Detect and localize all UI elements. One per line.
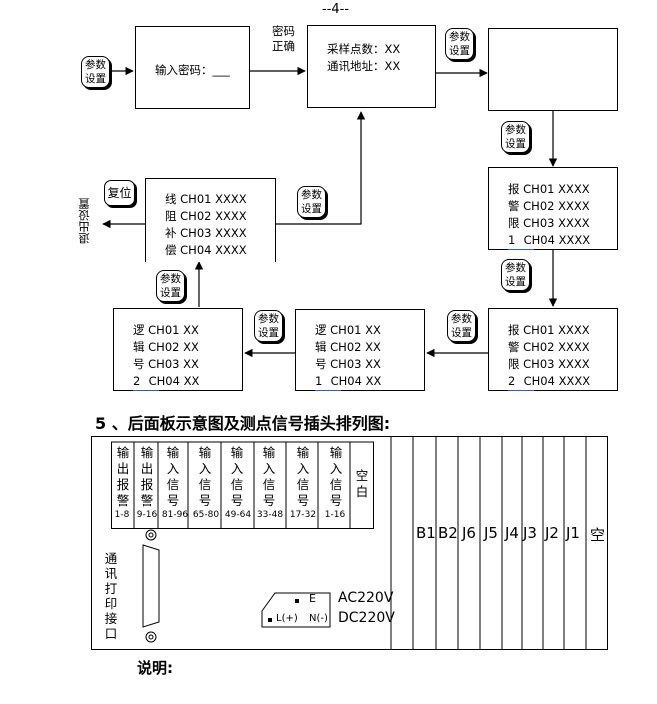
logic2-rows: 逻 CH01 XX 辑 CH02 XX 号 CH03 XX 2 CH04 XX: [133, 322, 199, 391]
param-setting-button-3[interactable]: 参数设置: [501, 121, 530, 153]
logic-2-screen: 逻 CH01 XX 辑 CH02 XX 号 CH03 XX 2 CH04 XX: [113, 308, 243, 391]
blank-screen: [488, 28, 618, 111]
alarm2-rows: 报 CH01 XXXX 警 CH02 XXXX 限 CH03 XXXX 2 CH…: [508, 322, 590, 391]
col-output-alarm-2: 输出报警: [140, 445, 154, 508]
col-range: 17-32: [289, 510, 317, 520]
sample-points: 采样点数：XX: [327, 42, 401, 56]
param-setting-button-7[interactable]: 参数设置: [297, 186, 326, 218]
slot-j3: J3: [523, 524, 537, 542]
alarm2-row: 限 CH03 XXXX: [508, 357, 590, 371]
col-blank: 空白: [355, 468, 369, 499]
alarm1-row: 报 CH01 XXXX: [508, 182, 590, 196]
logic2-row: 辑 CH02 XX: [133, 340, 199, 354]
slot-j2: J2: [545, 524, 559, 542]
connector-block: [111, 442, 374, 529]
alarm2-row: 警 CH02 XXXX: [508, 340, 590, 354]
slot-j1: J1: [566, 524, 580, 542]
slot-j6: J6: [462, 524, 476, 542]
alarm1-row: 限 CH03 XXXX: [508, 216, 590, 230]
password-prompt: 输入密码：___: [155, 63, 230, 77]
slot-b1: B1: [416, 524, 436, 542]
comp-rows: 线 CH01 XXXX 阻 CH02 XXXX 补 CH03 XXXX 偿 CH…: [165, 191, 247, 259]
col-input-signal-6: 输入信号: [329, 445, 343, 508]
logic2-row: 逻 CH01 XX: [133, 323, 199, 337]
logic1-row: 号 CH03 XX: [315, 357, 381, 371]
col-range: 1-16: [324, 510, 346, 520]
logic-1-screen: 逻 CH01 XX 辑 CH02 XX 号 CH03 XX 1 CH04 XX: [295, 309, 425, 391]
power-n-label: N(-): [309, 613, 328, 624]
logic1-row: 辑 CH02 XX: [315, 340, 381, 354]
alarm1-row: 1 CH04 XXXX: [508, 232, 590, 250]
exit-settings-label: 退出设置: [77, 198, 91, 244]
notes-label: 说明:: [137, 659, 173, 677]
alarm1-row: 警 CH02 XXXX: [508, 199, 590, 213]
col-output-alarm-1: 输出报警: [116, 445, 130, 508]
line-compensation-screen: 线 CH01 XXXX 阻 CH02 XXXX 补 CH03 XXXX 偿 CH…: [145, 178, 276, 262]
section-title: 5 、后面板示意图及测点信号插头排列图:: [95, 414, 391, 433]
col-range: 1-8: [114, 510, 130, 520]
col-input-signal-3: 输入信号: [230, 445, 244, 508]
alarm-limit-1-screen: 报 CH01 XXXX 警 CH02 XXXX 限 CH03 XXXX 1 CH…: [488, 167, 618, 250]
logic1-row: 逻 CH01 XX: [315, 323, 381, 337]
logic2-row: 2 CH04 XX: [133, 373, 199, 391]
param-setting-button-5[interactable]: 参数设置: [447, 310, 476, 342]
comp-row: 线 CH01 XXXX: [165, 192, 247, 206]
flow-connectors: [102, 66, 558, 358]
alarm2-row: 报 CH01 XXXX: [508, 323, 590, 337]
param-setting-button-6[interactable]: 参数设置: [254, 310, 283, 342]
password-screen: 输入密码：___: [135, 26, 250, 109]
dc-voltage-label: DC220V: [338, 610, 395, 626]
param-setting-button-1[interactable]: 参数设置: [81, 56, 110, 88]
comp-row: 偿 CH04 XXXX: [165, 243, 247, 257]
col-range: 81-96: [161, 510, 189, 520]
comm-address: 通讯地址：XX: [327, 59, 401, 73]
sample-screen: 采样点数：XX 通讯地址：XX: [307, 25, 436, 108]
power-l-label: L(+): [276, 613, 298, 624]
logic1-rows: 逻 CH01 XX 辑 CH02 XX 号 CH03 XX 1 CH04 XX: [315, 322, 381, 391]
password-correct-label: 密码 正确: [272, 24, 295, 53]
alarm-limit-2-screen: 报 CH01 XXXX 警 CH02 XXXX 限 CH03 XXXX 2 CH…: [488, 308, 618, 391]
ac-voltage-label: AC220V: [338, 590, 394, 606]
col-range: 49-64: [224, 510, 252, 520]
col-range: 65-80: [192, 510, 220, 520]
col-range: 9-16: [136, 510, 158, 520]
slot-j5: J5: [484, 524, 498, 542]
reset-button[interactable]: 复位: [104, 180, 135, 206]
logic2-row: 号 CH03 XX: [133, 357, 199, 371]
comp-row: 阻 CH02 XXXX: [165, 209, 247, 223]
slot-b2: B2: [438, 524, 458, 542]
col-input-signal-1: 输入信号: [166, 445, 180, 508]
param-setting-button-8[interactable]: 参数设置: [156, 270, 185, 302]
alarm1-rows: 报 CH01 XXXX 警 CH02 XXXX 限 CH03 XXXX 1 CH…: [508, 181, 590, 250]
alarm2-row: 2 CH04 XXXX: [508, 373, 590, 391]
param-setting-button-4[interactable]: 参数设置: [501, 259, 530, 291]
col-input-signal-4: 输入信号: [262, 445, 276, 508]
slot-empty: 空: [590, 526, 606, 544]
param-setting-button-2[interactable]: 参数设置: [445, 28, 474, 60]
slot-j4: J4: [505, 524, 519, 542]
col-input-signal-2: 输入信号: [198, 445, 212, 508]
col-input-signal-5: 输入信号: [296, 445, 310, 508]
logic1-row: 1 CH04 XX: [315, 373, 381, 391]
power-e-label: E: [309, 592, 316, 605]
page-number: --4--: [322, 2, 350, 17]
comm-port-label: 通讯打印接口: [104, 551, 118, 641]
col-range: 33-48: [256, 510, 284, 520]
comp-row: 补 CH03 XXXX: [165, 226, 247, 240]
